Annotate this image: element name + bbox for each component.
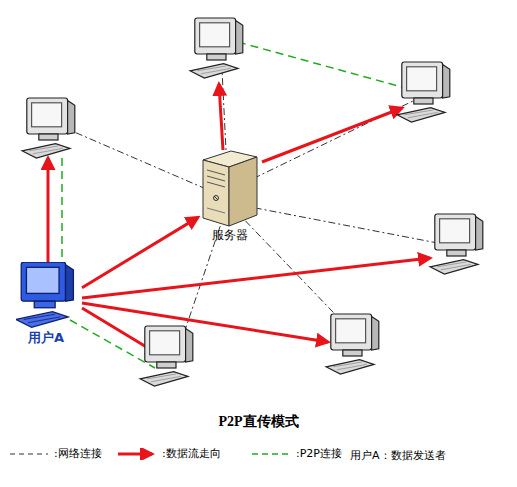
peer-computer: [22, 98, 75, 158]
peer-computer: [190, 18, 243, 78]
peer-computer: [326, 314, 379, 374]
user-computer-node: 用户A: [10, 262, 82, 357]
node-label: 用户A: [10, 330, 82, 346]
peer-computer: [397, 62, 450, 122]
peer-computer: [430, 214, 483, 274]
legend-item: :网络连接: [8, 446, 102, 461]
data-flow-arrow: [82, 217, 198, 287]
legend-text: :网络连接: [54, 446, 102, 461]
legend-sample-line: [252, 453, 290, 455]
legend-sample-line: [118, 452, 152, 455]
p2p-link: [61, 158, 63, 268]
legend-item: :数据流走向: [116, 446, 221, 461]
server-node: 服务器: [198, 146, 262, 250]
diagram-title: P2P直传模式: [0, 413, 517, 431]
legend-text: :数据流走向: [162, 446, 221, 461]
p2p-link: [238, 42, 420, 92]
note-text: 用户A：数据发送者: [350, 448, 446, 463]
node-symbol: [201, 146, 259, 228]
data-flow-arrow: [47, 158, 50, 265]
node-symbol-shape: [16, 262, 73, 327]
legend-sample-line: [10, 453, 48, 454]
data-flow-arrow: [82, 303, 328, 342]
legend-item: :P2P连接: [250, 446, 342, 461]
node-symbol: [16, 262, 76, 330]
node-label: 服务器: [198, 228, 262, 242]
legend-text: :P2P连接: [296, 446, 342, 461]
legend-sample: [8, 448, 52, 460]
data-flow-arrow: [262, 108, 402, 162]
legend-sample: [250, 448, 294, 460]
node-symbol-shape: [203, 151, 257, 226]
legend-sample: [116, 448, 160, 460]
network-link: [240, 205, 448, 245]
data-flow-arrow: [219, 84, 223, 150]
network-link: [240, 100, 415, 185]
peer-computer: [140, 326, 193, 386]
network-link: [65, 128, 220, 195]
data-flow-arrow: [82, 258, 430, 298]
